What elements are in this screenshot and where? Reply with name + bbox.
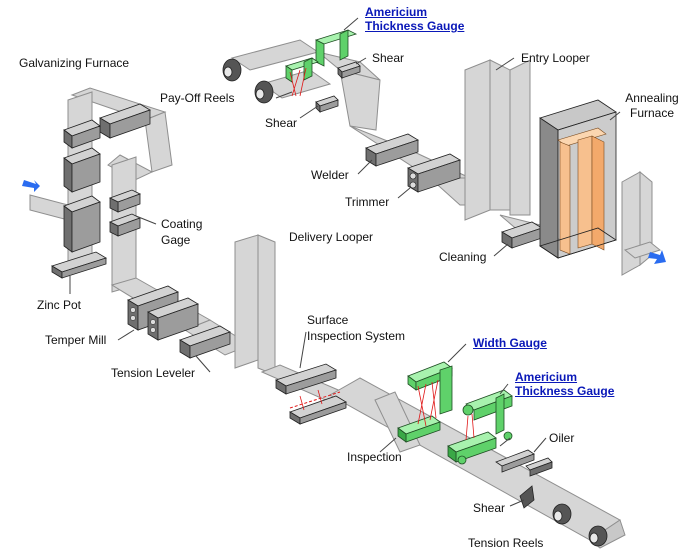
shear-top <box>337 61 361 79</box>
label-delivery-looper: Delivery Looper <box>289 230 374 244</box>
label-galvanizing-furnace: Galvanizing Furnace <box>19 56 130 70</box>
label-shear-bottom: Shear <box>473 501 506 515</box>
label-welder: Welder <box>311 168 349 182</box>
label-entry-looper: Entry Looper <box>521 51 590 65</box>
label-tension-leveler: Tension Leveler <box>111 366 196 380</box>
label-temper-mill: Temper Mill <box>45 333 107 347</box>
americium-thickness-gauge-bottom-link-line2[interactable]: Thickness Gauge <box>515 384 615 398</box>
americium-thickness-gauge-top-link-line2[interactable]: Thickness Gauge <box>365 19 465 33</box>
shear-bottom <box>519 485 535 509</box>
label-trimmer: Trimmer <box>345 195 390 209</box>
label-shear-mid: Shear <box>265 116 298 130</box>
label-zinc-pot: Zinc Pot <box>37 298 82 312</box>
annealing-furnace <box>539 99 617 259</box>
temper-mill <box>127 285 199 341</box>
welder <box>365 133 419 167</box>
label-furnace: Furnace <box>629 106 675 120</box>
width-gauge <box>397 361 453 443</box>
label-annealing: Annealing <box>625 91 679 105</box>
label-shear-top: Shear <box>372 51 405 65</box>
label-surface: Surface <box>307 313 349 327</box>
leader-lines <box>69 17 621 507</box>
zinc-pot <box>51 251 107 279</box>
label-inspection-system: Inspection System <box>307 329 406 343</box>
label-coating: Coating <box>161 217 203 231</box>
label-tension-reels: Tension Reels <box>468 536 544 550</box>
americium-gauge-bottom <box>447 389 513 465</box>
tension-leveler <box>179 325 231 359</box>
label-inspection: Inspection <box>347 450 402 464</box>
tension-reel-1 <box>552 503 572 525</box>
coating-gage <box>108 189 142 237</box>
label-gage: Gage <box>161 233 191 247</box>
label-cleaning: Cleaning <box>439 250 487 264</box>
trimmer <box>407 153 461 193</box>
galvanizing-furnace <box>63 103 151 253</box>
americium-thickness-gauge-bottom-link-line1[interactable]: Americium <box>515 370 578 384</box>
flow-arrow-out <box>648 250 666 264</box>
label-oiler: Oiler <box>549 431 575 445</box>
americium-thickness-gauge-top-link-line1[interactable]: Americium <box>365 5 428 19</box>
width-gauge-link[interactable]: Width Gauge <box>473 336 547 350</box>
surface-inspection-system <box>275 363 347 425</box>
shear-mid <box>315 95 339 113</box>
tension-reel-2 <box>588 525 608 547</box>
flow-arrow-in <box>22 180 40 192</box>
label-payoff-reels: Pay-Off Reels <box>160 91 235 105</box>
americium-gauge-top <box>285 29 358 97</box>
payoff-reel-2 <box>254 80 274 104</box>
oiler <box>495 449 553 477</box>
payoff-reel-1 <box>222 58 242 82</box>
